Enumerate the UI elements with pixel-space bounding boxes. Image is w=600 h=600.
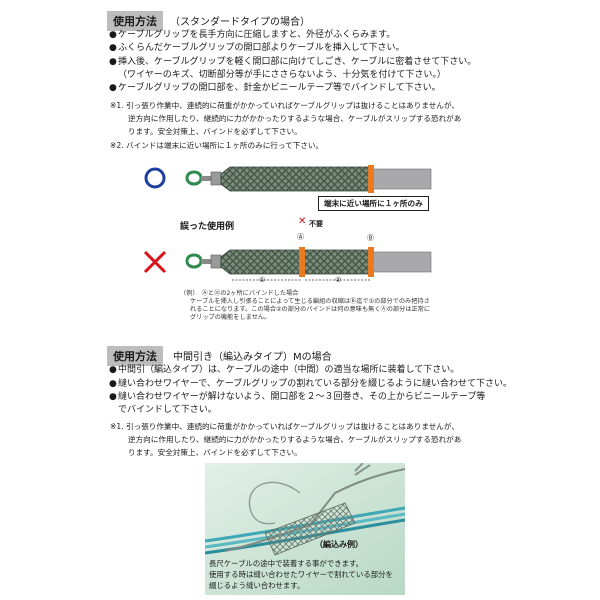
binding-mark [368,165,374,193]
s1-note1-line3: ります。安全対策上、バインドを必ずして下さい。 [128,127,302,136]
photo-caption-line3: 綴じるよう縫い合わせます。 [209,581,305,590]
correct-usage-diagram [144,165,432,193]
eye-loop-icon [185,253,203,269]
wrong-usage-diagram [143,247,432,281]
binding-mark-a [299,247,305,277]
binding-mark-b [368,247,374,277]
weave-example-label: （編込み例） [315,540,363,549]
s2-bullet-2: ●縫い合わせワイヤーで、ケーブルグリップの割れている部分を綴じるように縫い合わせ… [109,379,513,389]
s2-bullet-3: ●縫い合わせワイヤーが解けないよう、開口部を２～３回巻き、その上からビニールテー… [109,392,486,402]
s2-note-line3: ります。安全対策上、バインドを必ずして下さい。 [128,448,302,457]
s1-bullet-3: ●挿入後、ケーブルグリップを軽く開口部に向けてしごき、ケーブルに密着させて下さい… [109,57,477,67]
s1-bullet-2: ●ふくらんだケーブルグリップの開口部よりケーブルを挿入して下さい。 [109,43,405,53]
s2-bullet-3-cont: でバインドして下さい。 [118,405,217,415]
s2-note-line2: 逆方向に作用したり、継続的に力がかかったりするような場合、ケーブルがスリップする… [128,435,462,444]
s1-bullet-1: ●ケーブルグリップを長手方向に圧縮しますと、外径がふくらみます。 [109,30,396,40]
dim-label-1: ① [259,276,266,284]
wrong-mark-icon [143,250,167,274]
mark-a: Ⓐ [297,233,304,241]
weave-illustration [205,463,405,595]
cable [370,168,432,190]
mark-b: Ⓑ [367,234,374,242]
photo-caption: 長尺ケーブルの途中で装着する事ができます。 使用する時は縫い合わせたワイヤーで割… [209,558,393,591]
dim-label-2: ② [335,276,342,284]
s1-note1-line2: 逆方向に作用したり、継続的に力がかかったりするような場合、ケーブルがスリップする… [128,114,462,123]
cable-grip-mesh [220,249,372,275]
s1-bullet-4: ●ケーブルグリップの開口部を、針金かビニールテープ等でバインドして下さい。 [109,83,441,93]
unneeded-label: 不要 [309,220,323,228]
eye-loop-icon [185,170,203,186]
s2-note-line1: ※1. 引っ張り作業中、連続的に荷重がかかっていればケーブルグリップは抜けること… [110,422,459,431]
section2-title: 中間引き（編込みタイプ）Mの場合 [173,352,332,363]
footnote-line3: れることになります。この場合②の部分のバインドは何の意味も無くⒶの部分は正常に [190,306,431,313]
section1-title: （スタンダードタイプの場合） [170,17,310,28]
photo-caption-line2: 使用する時は縫い合わせたワイヤーで割れている部分を [209,570,393,579]
photo-caption-line1: 長尺ケーブルの途中で装着する事ができます。 [209,559,364,568]
section1-label: 使用方法 [107,11,163,31]
footnote-line1: （例） Ⓐと㊂の2ヶ所にバインドした場合 [180,290,299,297]
weave-example-photo: （編込み例） 長尺ケーブルの途中で装着する事ができます。 使用する時は縫い合わせ… [205,463,405,595]
cable [370,251,432,273]
correct-mark-icon [144,167,166,189]
wrong-usage-title: 誤った使用例 [180,222,235,232]
unneeded-cross-icon: ✕ [298,216,307,227]
section2-label: 使用方法 [107,346,163,366]
s1-note1-line1: ※1. 引っ張り作業中、連続的に荷重がかかっていればケーブルグリップは抜けること… [110,101,459,110]
s1-note2: ※2. バインドは端末に近い場所に１ヶ所のみに行って下さい。 [110,141,324,150]
footnote-line2: ケーブルを挿入し引張ることによって生じる編組の収縮はⒷ迄で①の部分でのみ把持さ [190,298,430,305]
s1-bullet-3-sub: （ワイヤーのキズ、切断部分等が手にささらないよう、十分気を付けて下さい。） [118,70,446,80]
footnote-line4: グリップの機能をしません。 [190,314,271,321]
binding-callout: 端末に近い場所に１ヶ所のみ [318,196,429,211]
s2-bullet-1: ●中間引（編込タイプ）は、ケーブルの途中（中間）の適当な場所に装着して下さい。 [109,365,460,375]
cable-grip-mesh [220,166,372,192]
